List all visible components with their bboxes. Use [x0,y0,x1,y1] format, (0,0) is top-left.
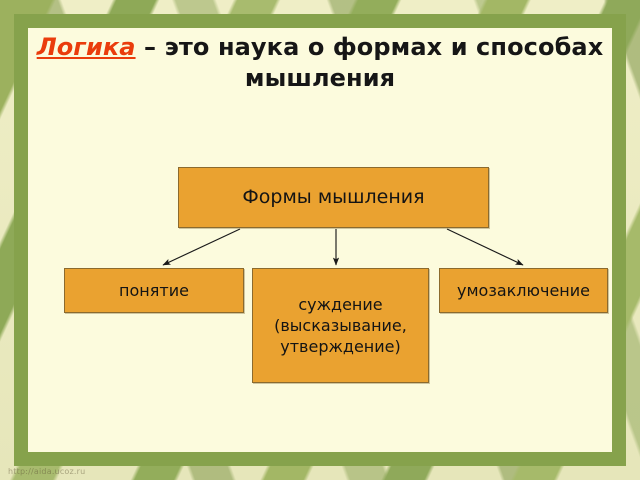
diagram-node-ponyatie-label: понятие [119,281,189,300]
edge-root-to-umozaklyuchenie [446,228,524,266]
diagram-node-ponyatie[interactable]: понятие [64,268,244,313]
diagram-node-root[interactable]: Формы мышления [178,167,489,228]
diagram-node-suzhdenie[interactable]: суждение (высказывание, утверждение) [252,268,429,383]
suzhdenie-line-2: (высказывание, [274,316,407,335]
diagram-node-umozaklyuchenie[interactable]: умозаключение [439,268,608,313]
page-title: Логика – это наука о формах и способах м… [34,32,606,94]
diagram-node-root-label: Формы мышления [242,186,425,208]
suzhdenie-line-3: утверждение) [280,337,401,356]
diagram-node-umozaklyuchenie-label: умозаключение [457,281,590,300]
diagram-node-suzhdenie-label: суждение (высказывание, утверждение) [274,294,407,357]
title-rest-text: – это наука о формах и способах мышления [135,33,604,92]
suzhdenie-line-1: суждение [298,295,383,314]
source-watermark: http://aida.ucoz.ru [8,467,86,476]
edge-root-to-ponyatie [162,228,241,266]
title-highlight-word: Логика [36,33,136,61]
